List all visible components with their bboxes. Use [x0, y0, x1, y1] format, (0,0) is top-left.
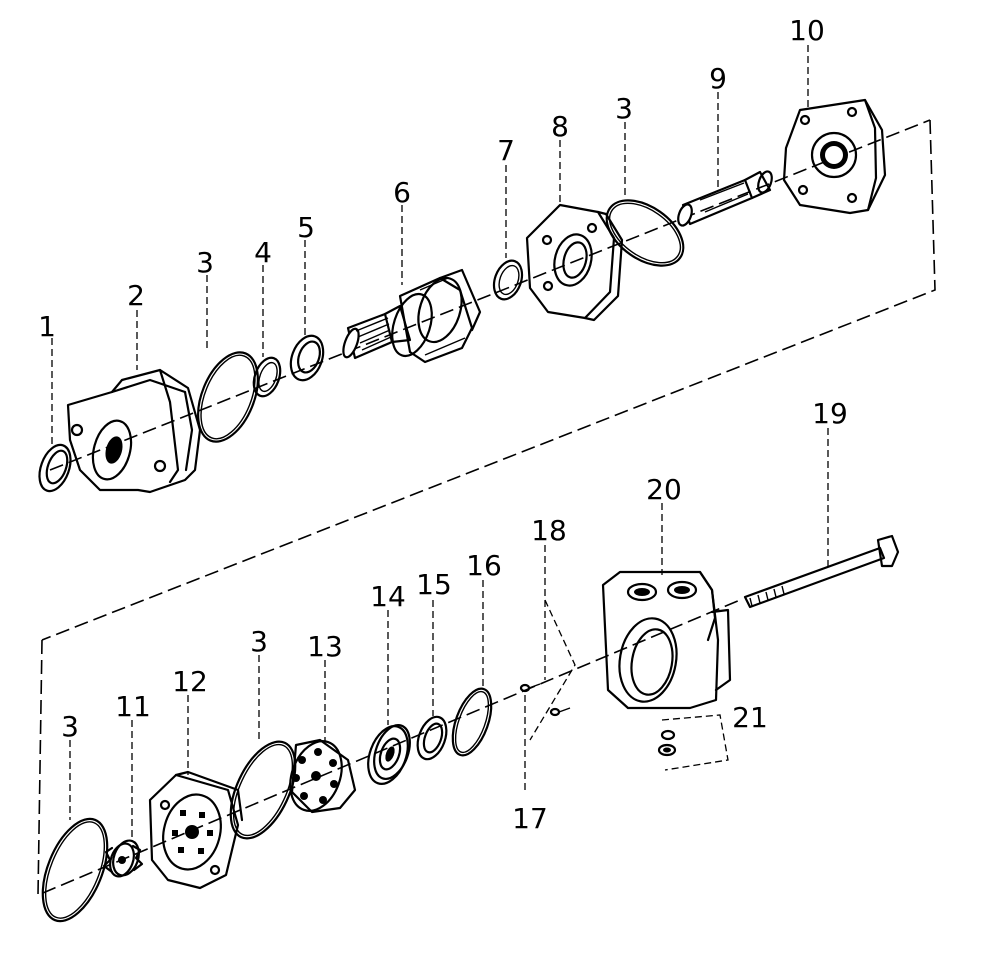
callout-19: 19 — [812, 397, 848, 430]
part-10-end-cap — [782, 45, 887, 215]
callout-2: 2 — [127, 279, 145, 312]
callout-5: 5 — [297, 211, 315, 244]
callout-9: 9 — [709, 62, 727, 95]
part-14-bearing — [367, 610, 411, 785]
callout-8: 8 — [551, 110, 569, 143]
callout-17: 17 — [512, 802, 548, 835]
part-19-through-bolt — [743, 428, 900, 609]
part-3-o-ring-a — [197, 275, 259, 443]
callout-20: 20 — [646, 473, 682, 506]
callout-12: 12 — [172, 665, 208, 698]
part-2-front-housing — [66, 310, 202, 494]
part-3-o-ring-d — [41, 740, 109, 923]
part-18-17-pins — [519, 545, 576, 790]
part-13-rotor-set — [289, 660, 357, 814]
callout-11: 11 — [115, 690, 151, 723]
part-9-coupling-shaft — [677, 92, 773, 227]
part-1-seal-ring — [38, 338, 72, 493]
part-5-thrust-washer — [289, 240, 325, 382]
part-20-valve-housing — [601, 503, 732, 710]
callout-18: 18 — [531, 514, 567, 547]
callout-14: 14 — [370, 580, 406, 613]
part-3-o-ring-b — [605, 122, 685, 267]
part-7-retaining-ring — [492, 165, 524, 301]
callout-15: 15 — [416, 568, 452, 601]
callout-3-lower-middle: 3 — [250, 625, 268, 658]
part-8-bearing-plate — [525, 140, 624, 322]
callout-4: 4 — [254, 236, 272, 269]
callout-6: 6 — [393, 176, 411, 209]
part-6-drive-shaft — [342, 205, 482, 364]
callout-labels: 1 2 3 4 5 6 7 8 3 9 10 3 11 12 3 13 14 1… — [38, 14, 848, 835]
callout-3-upper-left: 3 — [196, 246, 214, 279]
callout-10: 10 — [789, 14, 825, 47]
callout-1: 1 — [38, 310, 56, 343]
part-16-seal-ring — [451, 580, 493, 757]
part-12-port-plate — [148, 695, 244, 890]
part-4-washer — [252, 265, 282, 398]
callout-16: 16 — [466, 549, 502, 582]
part-11-coupling — [102, 720, 144, 878]
part-3-o-ring-c — [229, 655, 297, 840]
callout-21: 21 — [732, 701, 768, 734]
callout-3-upper-right: 3 — [615, 92, 633, 125]
callout-7: 7 — [497, 134, 515, 167]
callout-13: 13 — [307, 630, 343, 663]
callout-3-lower-left: 3 — [61, 710, 79, 743]
part-15-washer — [416, 600, 448, 761]
part-21-plug — [657, 714, 729, 771]
